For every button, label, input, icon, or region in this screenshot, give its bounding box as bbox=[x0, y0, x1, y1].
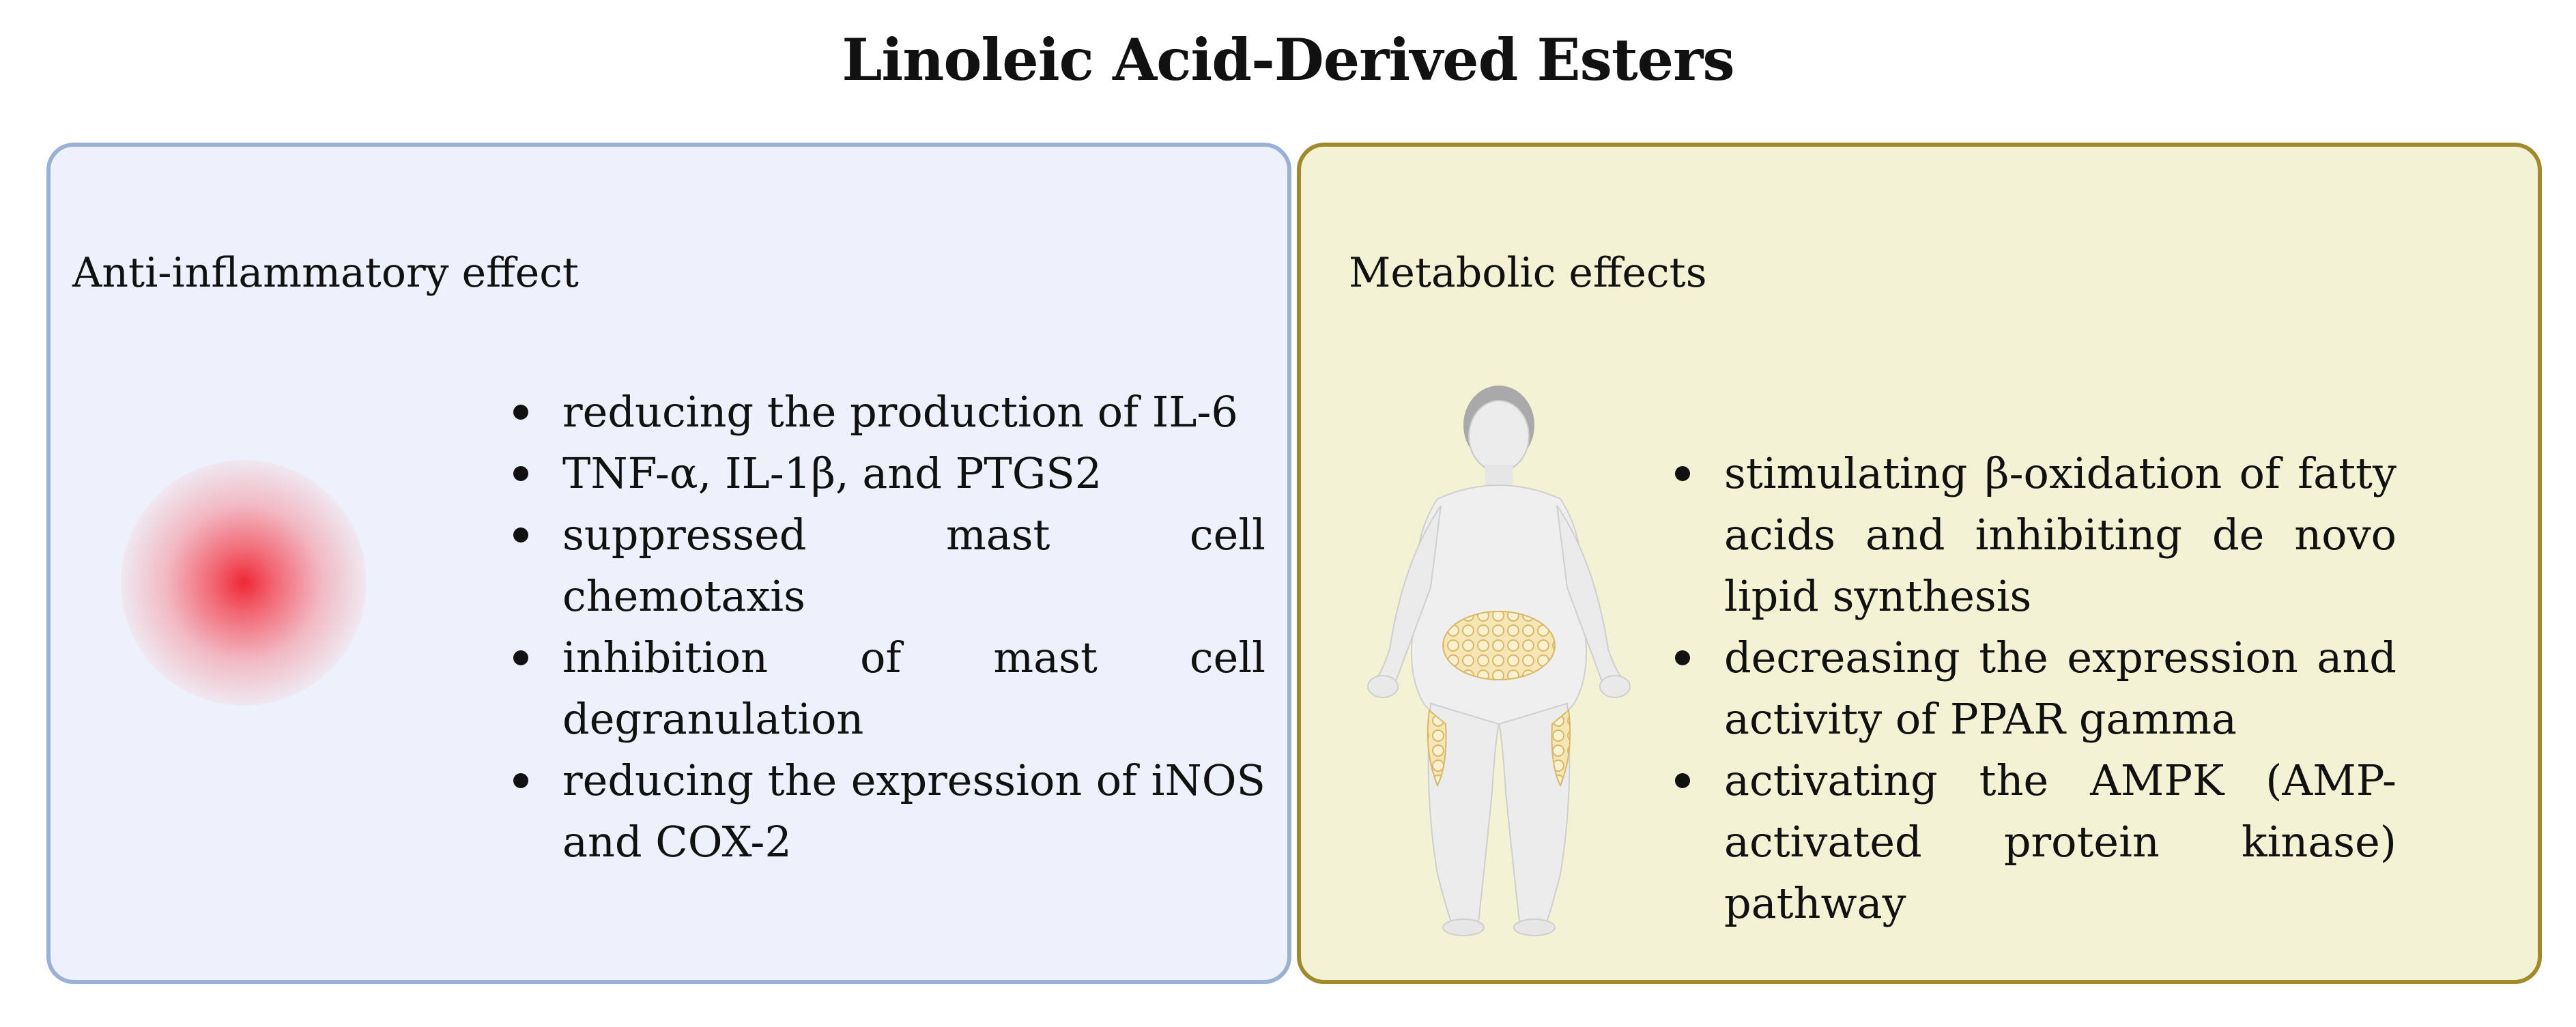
anti-inflammatory-panel: Anti-inflammatory effect reducing the pr… bbox=[46, 143, 1291, 984]
diagram-title: Linoleic Acid-Derived Esters bbox=[842, 26, 1734, 93]
metabolic-heading: Metabolic effects bbox=[1349, 249, 1707, 297]
list-item: suppressed mast cell chemotaxis bbox=[508, 504, 1265, 627]
anti-inflammatory-heading: Anti-inflammatory effect bbox=[72, 249, 579, 297]
list-item: stimulating β-oxidation of fatty acids a… bbox=[1670, 443, 2396, 627]
list-item: decreasing the expression and activity o… bbox=[1670, 627, 2396, 750]
list-item: inhibition of mast cell degranulation bbox=[508, 627, 1265, 750]
list-item: activating the AMPK (AMP-activated prote… bbox=[1670, 750, 2396, 934]
list-item: reducing the production of IL-6 bbox=[508, 381, 1265, 443]
list-item: reducing the expression of iNOS and COX-… bbox=[508, 750, 1265, 873]
list-item: TNF-α, IL-1β, and PTGS2 bbox=[508, 443, 1265, 504]
anti-inflammatory-list: reducing the production of IL-6 TNF-α, I… bbox=[508, 381, 1265, 873]
inflammation-glow-icon bbox=[121, 460, 367, 706]
obese-person-fat-tissue-icon bbox=[1367, 386, 1631, 936]
metabolic-list: stimulating β-oxidation of fatty acids a… bbox=[1670, 443, 2396, 934]
metabolic-panel: Metabolic effects st bbox=[1297, 143, 2542, 984]
